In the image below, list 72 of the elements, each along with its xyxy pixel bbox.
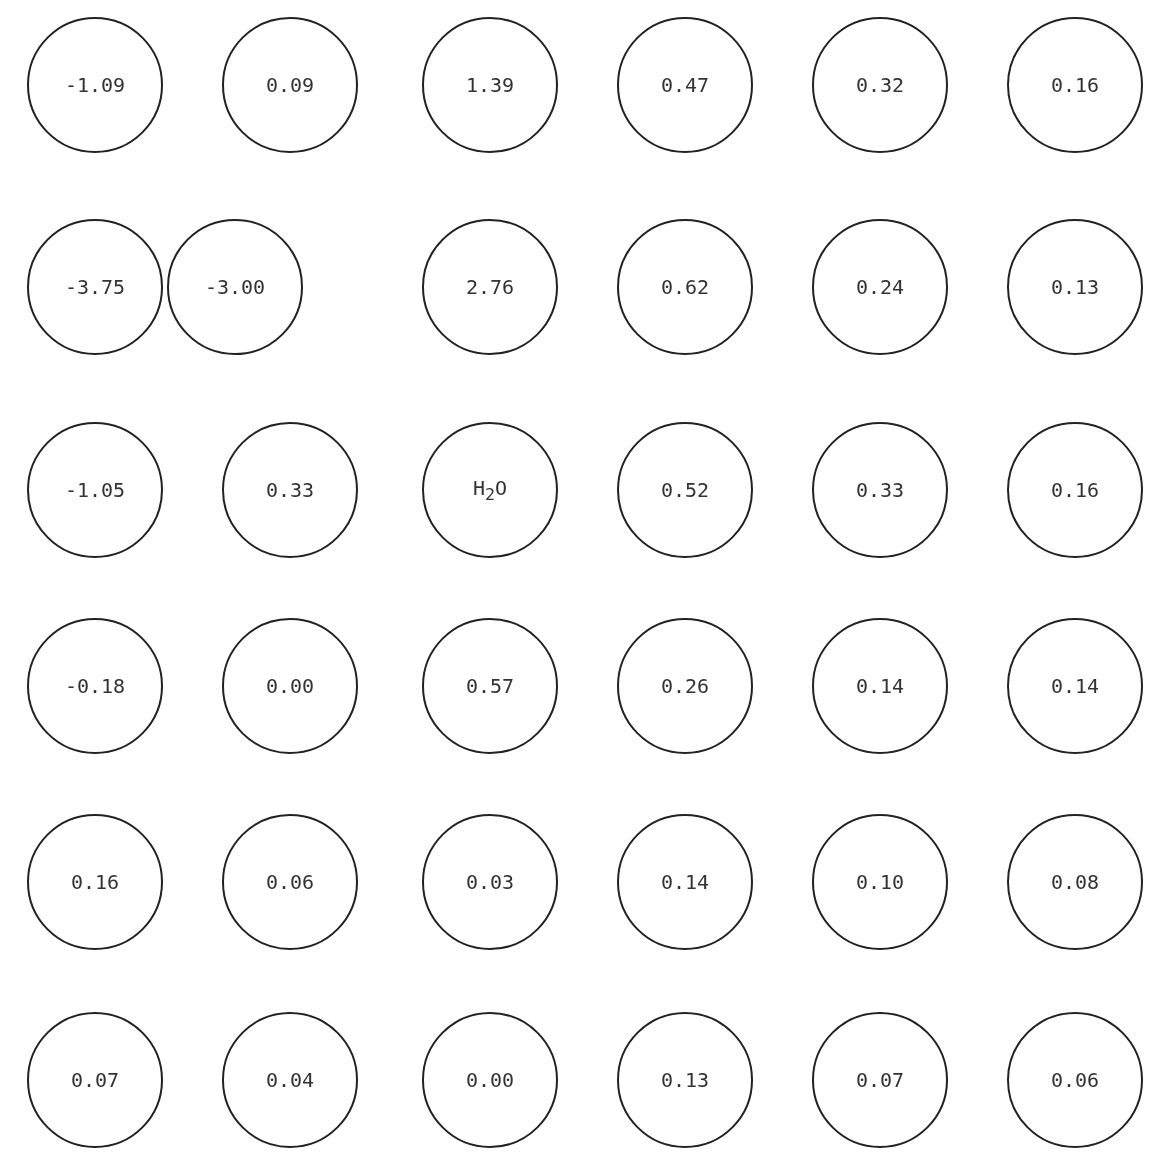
node-value: 0.16: [70, 870, 120, 894]
node-value: H$_{2}$O: [472, 476, 508, 504]
circle-node: [617, 219, 753, 355]
node-value: -1.09: [64, 73, 126, 97]
node-value: 0.14: [855, 674, 905, 698]
node-value: 0.16: [1050, 73, 1100, 97]
node-value: 0.00: [465, 1068, 515, 1092]
circle-node: [812, 219, 948, 355]
circle-node: [812, 17, 948, 153]
circle-node: [617, 422, 753, 558]
circle-node: [27, 219, 163, 355]
node-value: 0.09: [265, 73, 315, 97]
node-value: 0.57: [465, 674, 515, 698]
circle-node: [422, 422, 558, 558]
node-value: 0.06: [1050, 1068, 1100, 1092]
circle-node: [812, 618, 948, 754]
node-value: -3.75: [64, 275, 126, 299]
node-value: 0.00: [265, 674, 315, 698]
circle-node: [1007, 219, 1143, 355]
node-value: 0.06: [265, 870, 315, 894]
circle-node: [222, 814, 358, 950]
circle-node: [222, 17, 358, 153]
node-value: 0.33: [855, 478, 905, 502]
circle-node: [1007, 1012, 1143, 1148]
circle-node: [27, 618, 163, 754]
node-value: 0.26: [660, 674, 710, 698]
node-value: 0.03: [465, 870, 515, 894]
node-value: 0.14: [660, 870, 710, 894]
circle-node: [617, 17, 753, 153]
circle-node: [422, 618, 558, 754]
circle-node: [222, 1012, 358, 1148]
circle-node: [1007, 618, 1143, 754]
node-value: 0.24: [855, 275, 905, 299]
circle-node: [27, 1012, 163, 1148]
circle-node: [27, 422, 163, 558]
node-value: 1.39: [465, 73, 515, 97]
circle-node: [617, 618, 753, 754]
circle-node: [1007, 17, 1143, 153]
circle-node: [167, 219, 303, 355]
node-value: -3.00: [204, 275, 266, 299]
node-value: 0.62: [660, 275, 710, 299]
circle-node: [1007, 814, 1143, 950]
circle-node: [812, 814, 948, 950]
node-value: -0.18: [64, 674, 126, 698]
node-value: 0.10: [855, 870, 905, 894]
node-value: 0.07: [855, 1068, 905, 1092]
circle-node: [222, 618, 358, 754]
node-value: 0.52: [660, 478, 710, 502]
circle-node: [617, 814, 753, 950]
circle-node: [422, 814, 558, 950]
circle-node: [812, 422, 948, 558]
circle-node: [222, 422, 358, 558]
node-value: 0.14: [1050, 674, 1100, 698]
node-value: 0.47: [660, 73, 710, 97]
node-value: 0.33: [265, 478, 315, 502]
circle-node: [422, 1012, 558, 1148]
node-value: 0.32: [855, 73, 905, 97]
node-value: 2.76: [465, 275, 515, 299]
node-value: 0.08: [1050, 870, 1100, 894]
node-value: 0.13: [660, 1068, 710, 1092]
node-value: 0.04: [265, 1068, 315, 1092]
circle-node: [27, 814, 163, 950]
node-value: 0.13: [1050, 275, 1100, 299]
node-value: -1.05: [64, 478, 126, 502]
circle-node: [422, 17, 558, 153]
node-value: 0.07: [70, 1068, 120, 1092]
circle-node: [812, 1012, 948, 1148]
circle-node: [422, 219, 558, 355]
circle-node: [27, 17, 163, 153]
node-value: 0.16: [1050, 478, 1100, 502]
circle-node: [617, 1012, 753, 1148]
circle-node: [1007, 422, 1143, 558]
